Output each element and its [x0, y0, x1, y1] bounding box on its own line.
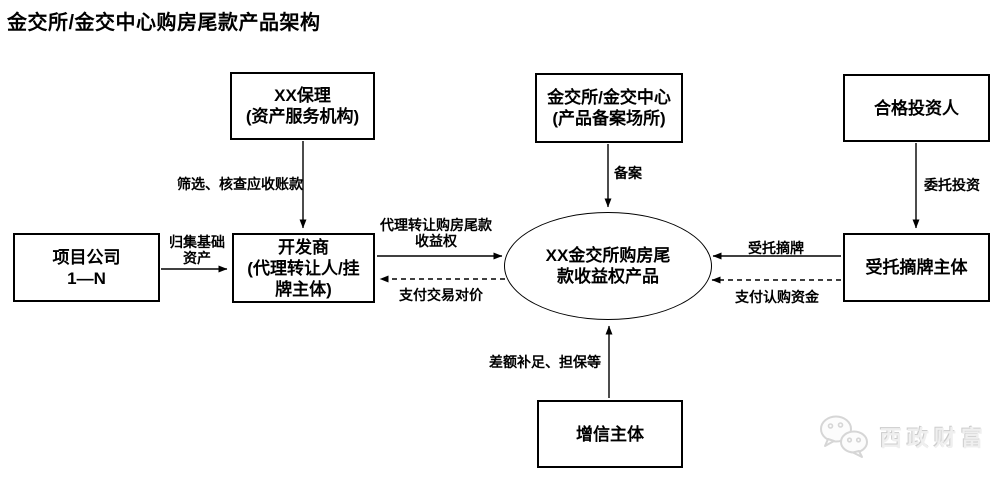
node-developer: 开发商 (代理转让人/挂 牌主体) [232, 233, 375, 303]
node-developer-line2: (代理转让人/挂 [247, 258, 360, 278]
node-project-company: 项目公司 1—N [13, 233, 160, 302]
node-project-company-line1: 项目公司 [52, 247, 121, 267]
node-factoring: XX保理 (资产服务机构) [230, 72, 375, 140]
page-title: 金交所/金交中心购房尾款产品架构 [7, 12, 321, 34]
brand-watermark: 西政财富 [818, 414, 988, 460]
node-exchange-line1: 金交所/金交中心 [547, 88, 671, 107]
edge-label-pool-assets: 归集基础 资产 [165, 234, 229, 266]
node-factoring-line1: XX保理 [274, 86, 331, 105]
node-qualified-investor: 合格投资人 [843, 74, 990, 142]
edge-label-pool-assets-line1: 归集基础 [169, 234, 225, 250]
wechat-bubbles-icon [820, 415, 868, 458]
edge-label-pool-assets-line2: 资产 [183, 250, 211, 266]
node-product-line1: XX金交所购房尾 [545, 246, 671, 265]
edge-label-agent-transfer-line1: 代理转让购房尾款 [380, 217, 492, 233]
node-developer-line3: 牌主体) [275, 279, 332, 299]
node-credit-enhancer-line1: 增信主体 [576, 424, 644, 444]
node-product-ellipse: XX金交所购房尾 款收益权产品 [504, 212, 712, 320]
edge-label-pay-subscription: 支付认购资金 [735, 289, 819, 305]
edge-label-pay-consideration: 支付交易对价 [399, 287, 483, 303]
edge-label-filing: 备案 [614, 165, 642, 181]
edge-label-agent-transfer: 代理转让购房尾款 收益权 [373, 217, 499, 249]
node-exchange-line2: (产品备案场所) [552, 109, 666, 128]
node-delisting-agent-line1: 受托摘牌主体 [865, 258, 968, 277]
node-developer-line1: 开发商 [278, 237, 329, 257]
edge-label-screening: 筛选、核查应收账款 [177, 176, 303, 192]
node-project-company-line2: 1—N [67, 268, 106, 288]
edge-label-entrust-investment: 委托投资 [924, 177, 980, 193]
node-qualified-investor-line1: 合格投资人 [874, 98, 959, 118]
edge-label-entrust-delisting: 受托摘牌 [748, 240, 804, 256]
brand-watermark-text: 西政财富 [880, 426, 989, 451]
node-credit-enhancer: 增信主体 [537, 400, 683, 468]
node-exchange: 金交所/金交中心 (产品备案场所) [535, 73, 683, 143]
edge-label-credit-support: 差额补足、担保等 [489, 354, 601, 370]
node-product-line2: 款收益权产品 [557, 267, 659, 286]
node-delisting-agent: 受托摘牌主体 [843, 233, 990, 302]
node-factoring-line2: (资产服务机构) [245, 107, 360, 126]
edge-label-agent-transfer-line2: 收益权 [415, 233, 457, 249]
